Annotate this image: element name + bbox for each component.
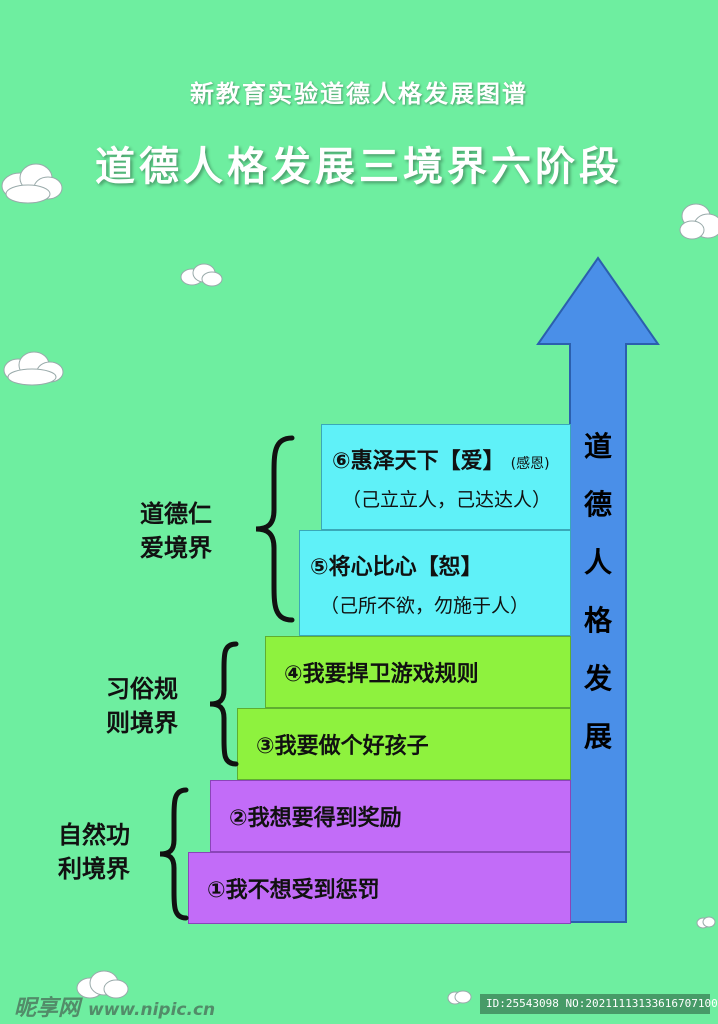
cloud-icon (447, 990, 472, 1005)
stage-6-sub: （己立立人，己达达人） (342, 488, 552, 511)
watermark-brand: 昵享网 www.nipic.cn (14, 990, 215, 1022)
cloud-icon (1, 163, 63, 204)
realm-moral-love: 道德仁 爱境界 (140, 497, 212, 565)
arrow-label-char: 格 (583, 604, 612, 637)
stage-4: ④我要捍卫游戏规则 (265, 636, 571, 708)
cloud-icon (679, 203, 718, 240)
stage-5-label: ⑤将心比心【恕】 (310, 554, 483, 580)
realm-convention-line2: 则境界 (106, 709, 178, 737)
curly-brace-icon (209, 641, 239, 767)
stage-5-sub: （己所不欲，勿施于人） (320, 594, 530, 617)
growth-arrow-icon (536, 256, 660, 923)
stage-6: ⑥惠泽天下【爱】 (感恩) （己立立人，己达达人） (321, 424, 571, 530)
stage-2: ②我想要得到奖励 (210, 780, 571, 852)
stage-3: ③我要做个好孩子 (237, 708, 571, 780)
stage-3-label: ③我要做个好孩子 (256, 734, 429, 759)
watermark-brand-text: 昵享网 (14, 996, 81, 1021)
watermark-url: www.nipic.cn (88, 1000, 216, 1020)
arrow-label: 道德人格发展 (570, 418, 626, 766)
curly-brace-icon (255, 435, 295, 623)
arrow-label-char: 道 (583, 430, 612, 463)
stage-4-label: ④我要捍卫游戏规则 (284, 662, 479, 687)
realm-convention: 习俗规 则境界 (106, 672, 178, 740)
curly-brace-icon (159, 787, 189, 921)
stage-1: ①我不想受到惩罚 (188, 852, 571, 924)
cloud-icon (180, 263, 223, 287)
realm-convention-line1: 习俗规 (106, 675, 178, 703)
cloud-icon (76, 970, 129, 999)
page-subtitle: 新教育实验道德人格发展图谱 (190, 80, 528, 108)
realm-natural-utility-line1: 自然功 (58, 821, 130, 849)
page-title: 道德人格发展三境界六阶段 (95, 143, 623, 190)
stage-5: ⑤将心比心【恕】 （己所不欲，勿施于人） (299, 530, 571, 636)
stage-6-label: ⑥惠泽天下【爱】 (332, 448, 505, 474)
arrow-label-char: 展 (583, 720, 612, 753)
stage-2-label: ②我想要得到奖励 (229, 806, 402, 831)
cloud-icon (696, 916, 716, 929)
watermark-id: ID:25543098 NO:20211113133616707100 (480, 994, 718, 1014)
realm-natural-utility: 自然功 利境界 (58, 818, 130, 886)
realm-natural-utility-line2: 利境界 (58, 855, 130, 883)
arrow-label-char: 德 (583, 488, 612, 521)
realm-moral-love-line1: 道德仁 (140, 500, 212, 528)
arrow-label-char: 发 (583, 662, 612, 695)
cloud-icon (3, 351, 64, 386)
stage-1-label: ①我不想受到惩罚 (207, 878, 380, 903)
stage-6-note: (感恩) (510, 455, 550, 472)
arrow-label-char: 人 (583, 546, 612, 579)
realm-moral-love-line2: 爱境界 (140, 534, 212, 562)
